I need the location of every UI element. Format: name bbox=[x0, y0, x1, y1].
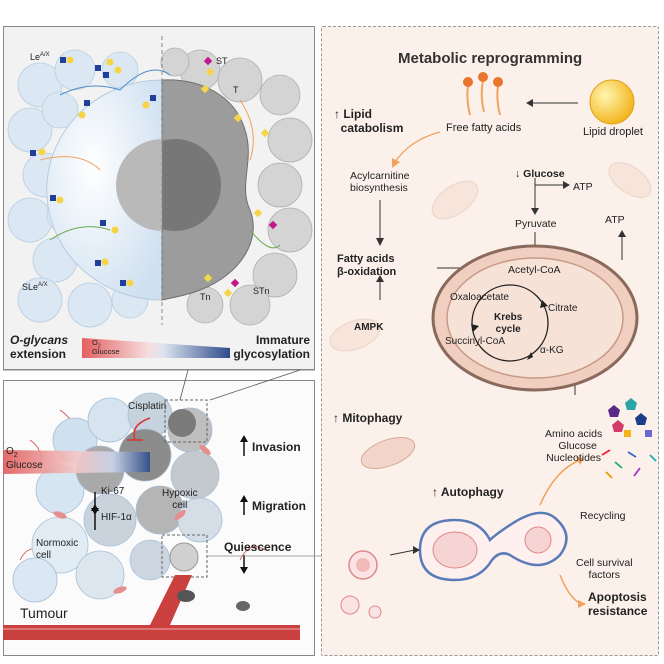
lipid-catabolism-label: ↑ Lipid catabolism bbox=[334, 107, 404, 135]
glycan-label-sle: SLeA/X bbox=[22, 282, 48, 292]
free-fatty-acids-label: Free fatty acids bbox=[446, 122, 522, 134]
lipid-droplet bbox=[589, 79, 635, 125]
gradient-glucose-label: Glucose bbox=[92, 347, 120, 356]
faded-mitochondria bbox=[329, 162, 652, 352]
o2-label: O2 bbox=[6, 446, 18, 459]
metabolic-reprogramming-title: Metabolic reprogramming bbox=[398, 50, 583, 67]
lipid-droplet-label: Lipid droplet bbox=[583, 126, 643, 138]
atp-label-1: ATP bbox=[573, 181, 593, 193]
ki67-label: Ki-67 bbox=[101, 486, 125, 497]
citrate-label: Citrate bbox=[548, 303, 578, 314]
glycan-chains bbox=[39, 69, 281, 249]
nutrient-icons bbox=[608, 398, 652, 437]
glucose-uptake-label: ↓ Glucose bbox=[515, 168, 565, 180]
acetyl-coa-label: Acetyl-CoA bbox=[508, 264, 561, 276]
glycan-label-t: T bbox=[233, 85, 239, 95]
ampk-label: AMPK bbox=[354, 322, 384, 333]
alpha-kg-label: α-KG bbox=[540, 345, 564, 356]
atp-label-2: ATP bbox=[605, 214, 625, 226]
glycan-label-st: ST bbox=[216, 56, 228, 66]
cisplatin-inhibition-line bbox=[133, 417, 151, 441]
autophagosome bbox=[340, 511, 568, 619]
invasion-label: Invasion bbox=[252, 440, 301, 454]
tumour-label: Tumour bbox=[20, 605, 68, 621]
autophagy-label: ↑ Autophagy bbox=[432, 485, 504, 499]
gradient-o2-label: O2 bbox=[92, 338, 101, 350]
cisplatin-label: Cisplatin bbox=[128, 401, 167, 412]
hypoxia-gradient-arrow bbox=[3, 450, 150, 474]
migration-label: Migration bbox=[252, 499, 306, 513]
glycan-label-stn: STn bbox=[253, 286, 270, 296]
glucose-label: Glucose bbox=[6, 460, 43, 471]
glycan-label-tn: Tn bbox=[200, 292, 211, 302]
oxaloacetate-label: Oxaloacetate bbox=[450, 292, 509, 303]
succinyl-coa-label: Succinyl-CoA bbox=[445, 336, 506, 347]
quiescence-label: Quiescence bbox=[224, 540, 292, 554]
mitophagy-label: ↑ Mitophagy bbox=[333, 411, 403, 425]
o2-glucose-gradient-bar bbox=[82, 338, 230, 358]
nucleotide-strands bbox=[601, 449, 657, 479]
pyruvate-label: Pyruvate bbox=[515, 218, 557, 230]
glycan-label-le: LeA/X bbox=[30, 52, 50, 62]
normal-cell-left-half bbox=[46, 79, 163, 301]
glycan-residues bbox=[30, 56, 278, 298]
recycling-label: Recycling bbox=[580, 510, 626, 522]
hif1a-label: HIF-1α bbox=[101, 512, 132, 523]
free-fatty-acids-icon bbox=[466, 79, 501, 116]
